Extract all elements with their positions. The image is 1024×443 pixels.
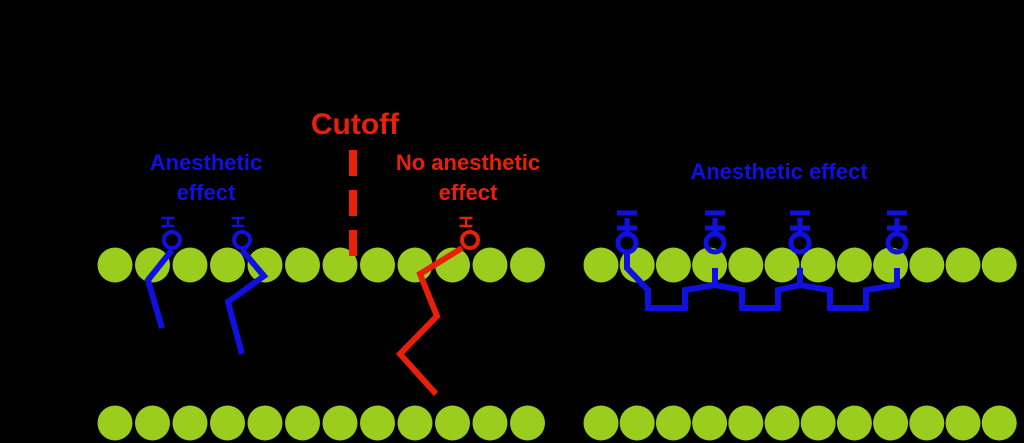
- anesthetic-molecule-short-1: H: [144, 216, 182, 329]
- lipid-head: [909, 405, 945, 441]
- lipid-head: [692, 405, 728, 441]
- lipid-head: [210, 247, 245, 283]
- hydroxyl-group-2: [703, 210, 727, 255]
- lipid-head: [655, 405, 691, 441]
- oxygen-atom: [615, 231, 639, 255]
- cutoff-label: Cutoff: [311, 108, 400, 141]
- lipid-head: [909, 247, 945, 283]
- lipid-head: [510, 247, 545, 283]
- long-molecule-no-effect: H: [395, 216, 480, 397]
- alkyl-chain: [395, 245, 464, 397]
- lipid-head: [97, 405, 133, 441]
- right-lower-lipid-row: [583, 405, 1017, 441]
- lipid-head: [583, 247, 619, 283]
- oxygen-atom: [162, 230, 182, 250]
- lipid-head: [360, 247, 395, 283]
- lipid-head: [728, 405, 764, 441]
- left-upper-lipid-row: [97, 247, 545, 283]
- lipid-head: [360, 405, 395, 441]
- hydroxyl-group-4: [885, 210, 909, 255]
- lipid-head: [945, 405, 981, 441]
- lipid-head: [135, 247, 170, 283]
- alkyl-backbone: [624, 253, 900, 311]
- left-lower-lipid-row: [97, 405, 545, 441]
- oxygen-atom: [703, 231, 727, 255]
- lipid-head: [210, 405, 245, 441]
- lipid-head: [728, 247, 764, 283]
- lipid-head: [322, 247, 358, 283]
- lipid-head: [397, 405, 433, 441]
- lipid-head: [764, 405, 800, 441]
- polyhydroxy-molecule: [615, 210, 909, 311]
- no-anesthetic-effect-label-line1: No anesthetic: [396, 150, 540, 175]
- right-upper-lipid-row: [583, 247, 1017, 283]
- anesthetic-molecule-short-2: H: [224, 216, 269, 355]
- lipid-head: [247, 405, 283, 441]
- lipid-head: [172, 247, 208, 283]
- alkyl-chain: [144, 248, 175, 329]
- oxygen-atom: [232, 230, 252, 250]
- hydroxyl-hydrogen: H: [455, 216, 475, 229]
- lipid-head: [322, 405, 358, 441]
- lipid-head: [97, 247, 133, 283]
- lipid-head: [285, 247, 320, 283]
- hydroxyl-hydrogen: H: [157, 216, 177, 229]
- lipid-head: [619, 405, 655, 441]
- lipid-head: [800, 405, 836, 441]
- lipid-head: [655, 247, 691, 283]
- oxygen-atom: [788, 231, 812, 255]
- right-anesthetic-effect-label: Anesthetic effect: [690, 159, 868, 184]
- lipid-head: [510, 405, 545, 441]
- lipid-head: [247, 247, 283, 283]
- anesthetic-effect-label-line1: Anesthetic: [150, 150, 262, 175]
- lipid-head: [945, 247, 981, 283]
- lipid-head: [583, 405, 619, 441]
- lipid-head: [800, 247, 836, 283]
- lipid-head: [981, 247, 1017, 283]
- lipid-head: [836, 247, 872, 283]
- lipid-head: [981, 405, 1017, 441]
- lipid-head: [285, 405, 320, 441]
- lipid-head: [764, 247, 800, 283]
- anesthetic-effect-label-line2: effect: [177, 180, 236, 205]
- lipid-head: [172, 405, 208, 441]
- alkyl-chain: [224, 248, 269, 355]
- lipid-head: [873, 405, 909, 441]
- lipid-head: [435, 405, 470, 441]
- lipid-head: [472, 247, 508, 283]
- oxygen-atom: [885, 231, 909, 255]
- hydroxyl-group-1: [615, 210, 639, 255]
- hydroxyl-hydrogen: H: [227, 216, 247, 229]
- lipid-head: [692, 247, 728, 283]
- lipid-head: [135, 405, 170, 441]
- lipid-head: [836, 405, 872, 441]
- oxygen-atom: [460, 230, 480, 250]
- no-anesthetic-effect-label-line2: effect: [439, 180, 498, 205]
- lipid-head: [472, 405, 508, 441]
- lipid-head: [397, 247, 433, 283]
- hydroxyl-group-3: [788, 210, 812, 255]
